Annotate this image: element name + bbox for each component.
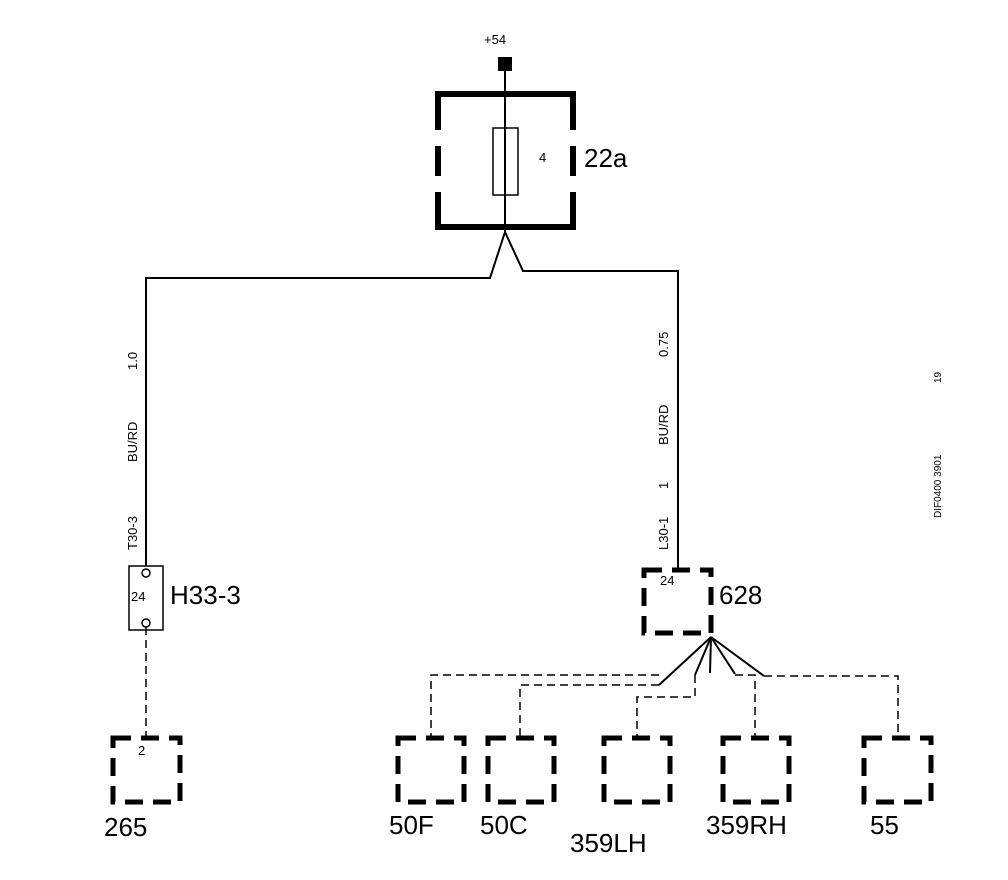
connector-628-pin: 24 [660, 573, 674, 588]
load-box-50f [395, 735, 467, 805]
connector-628 [641, 567, 714, 636]
box-265-pin: 2 [138, 743, 145, 758]
box-265-label: 265 [104, 812, 147, 842]
right-wire-id: L30-1 [656, 517, 671, 550]
left-wire-color: BU/RD [125, 422, 140, 462]
load-label-359lh: 359LH [570, 828, 647, 858]
connector-628-label: 628 [719, 580, 762, 610]
left-wire-gauge: 1.0 [125, 352, 140, 370]
supply-label: +54 [484, 32, 506, 47]
connector-h33-label: H33-3 [170, 580, 241, 610]
fuse-rating: 4 [539, 150, 546, 165]
right-wire-color: BU/RD [656, 405, 671, 445]
connector-h33-bottom-pin [141, 618, 151, 628]
splice-fanout [658, 636, 765, 686]
load-label-359rh: 359RH [706, 810, 787, 840]
margin-reference: DIF0400 3901 [933, 454, 944, 518]
fuse-label: 22a [584, 143, 628, 173]
left-wire-id: T30-3 [125, 516, 140, 550]
supply-terminal [498, 57, 512, 71]
load-box-55 [861, 735, 934, 805]
load-label-50f: 50F [389, 810, 434, 840]
load-branch-wires [430, 674, 899, 738]
load-box-359rh [720, 735, 792, 805]
right-branch-wire [504, 231, 679, 568]
right-wire-seq: 1 [656, 482, 671, 489]
box-265 [110, 735, 183, 805]
load-box-50c [485, 735, 557, 805]
load-label-55: 55 [870, 810, 899, 840]
right-wire-gauge: 0.75 [656, 332, 671, 357]
connector-h33-top-pin [141, 568, 151, 578]
margin-page-number: 19 [933, 371, 944, 383]
load-box-359lh [601, 735, 673, 805]
left-branch-wire [145, 231, 506, 568]
load-label-50c: 50C [480, 810, 528, 840]
connector-h33-pin: 24 [131, 589, 145, 604]
